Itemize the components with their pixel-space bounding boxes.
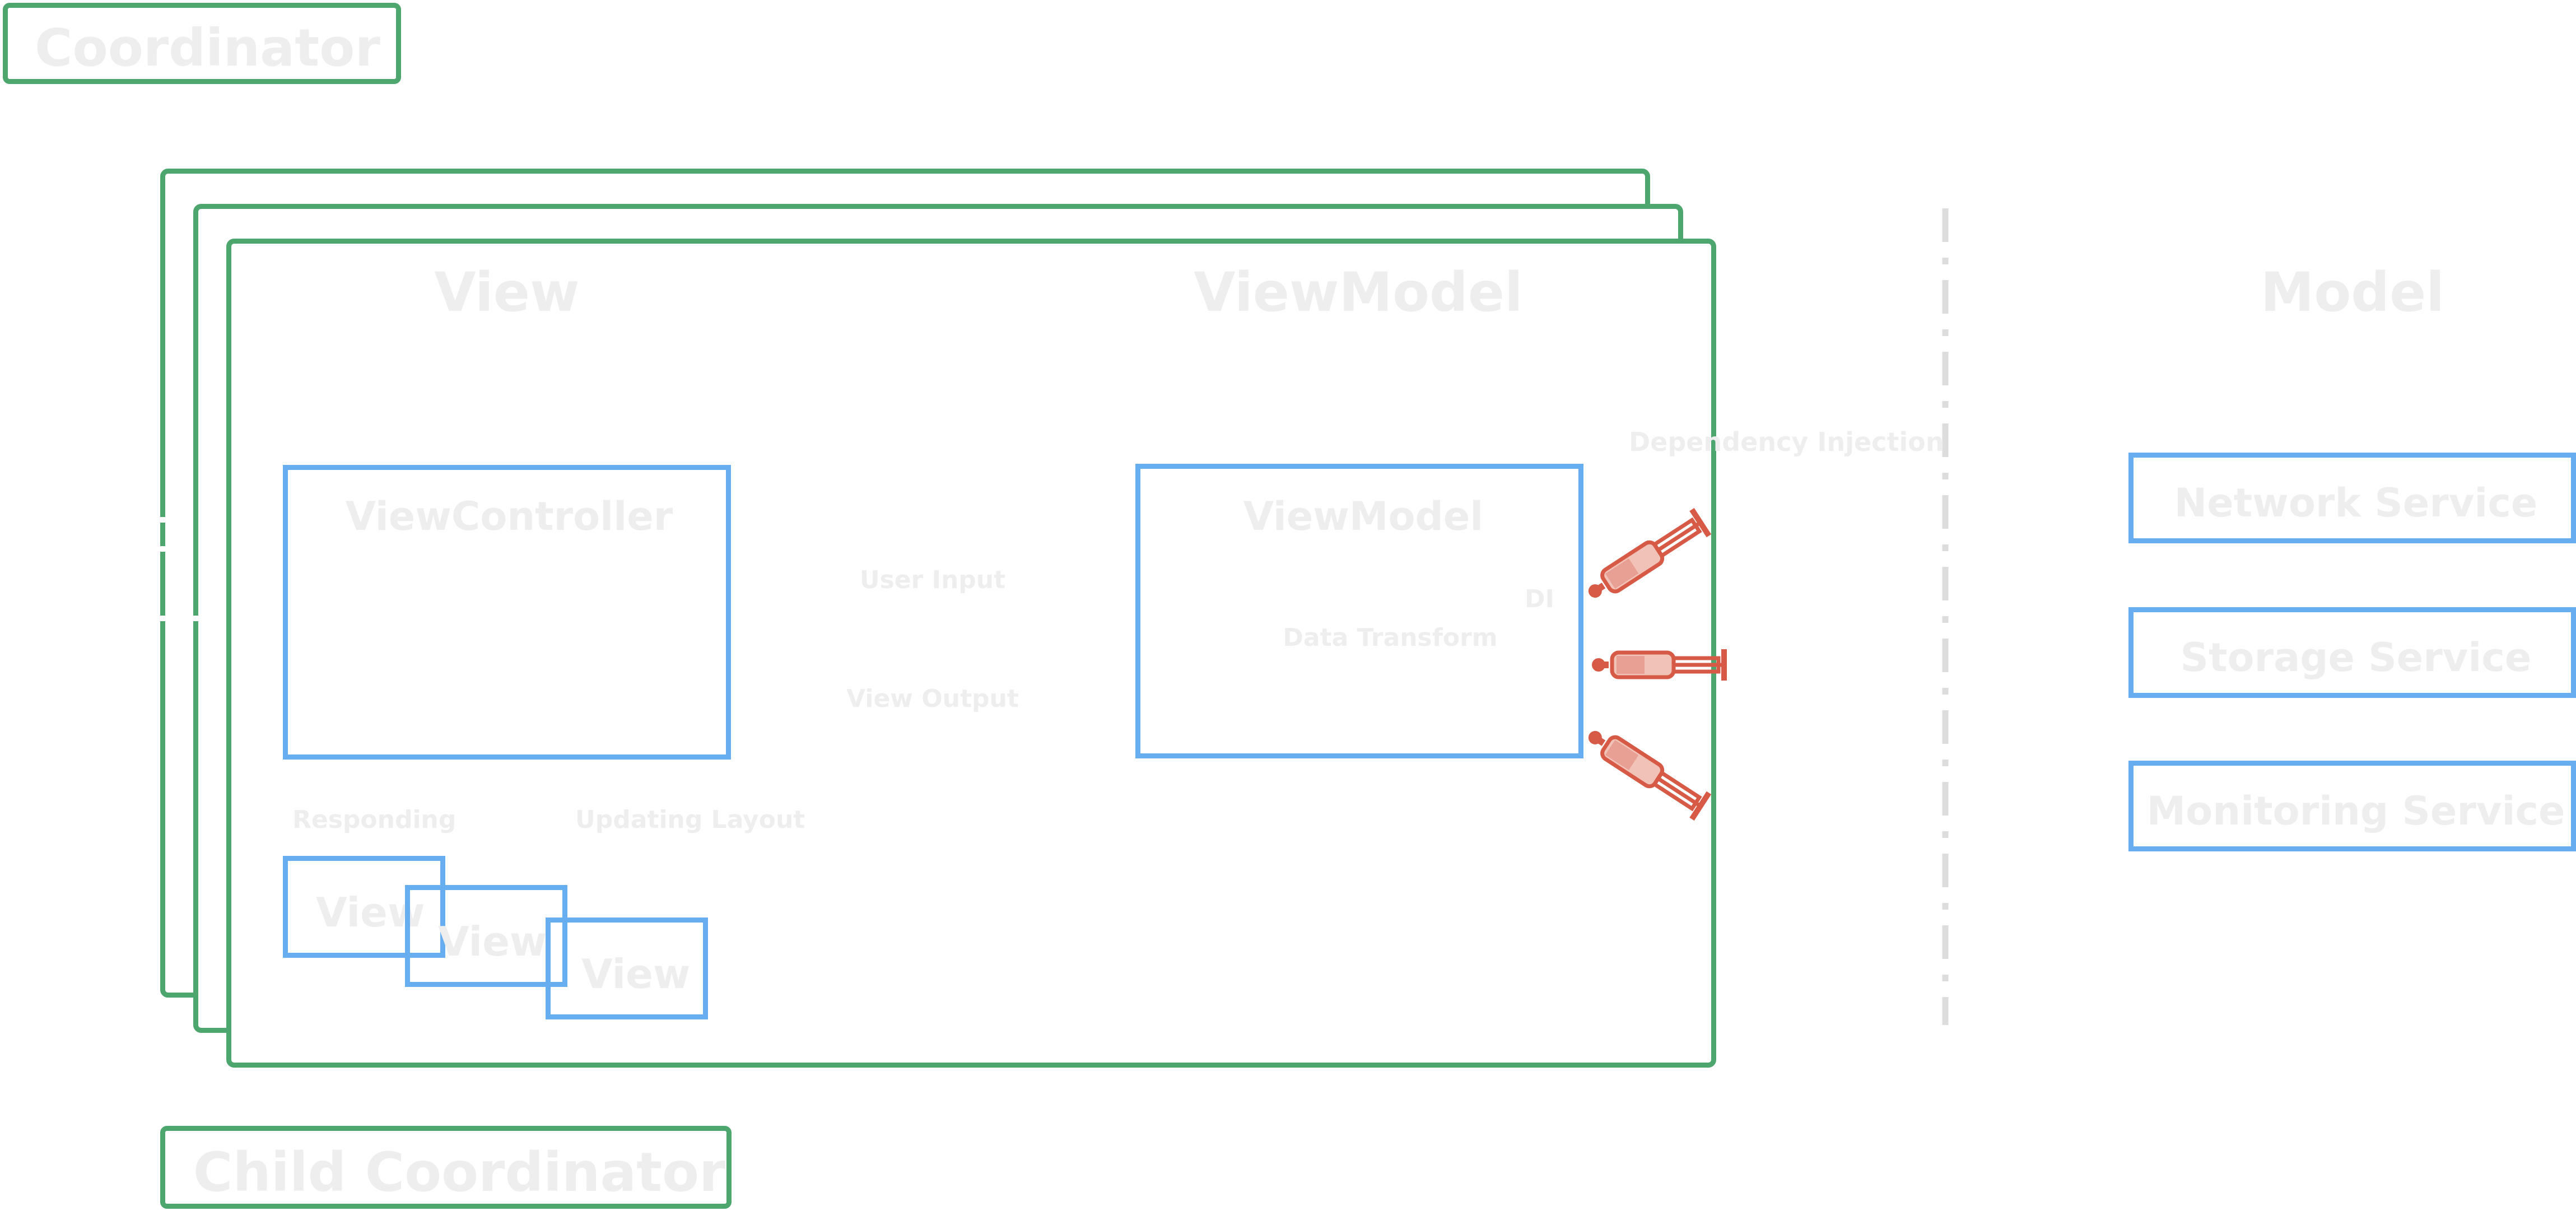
coordinator-label: Coordinator (35, 18, 380, 78)
child-coordinator-label: Child Coordinator (193, 1141, 726, 1204)
view-output-label: View Output (846, 684, 1019, 713)
view-controller-label: ViewController (345, 493, 673, 539)
subview-label: View (438, 918, 547, 965)
storage-service-box: Storage Service (2128, 607, 2576, 698)
view-column-title: View (434, 261, 580, 324)
child-coordinator-box: Child Coordinator (160, 1126, 732, 1209)
subview-label: View (581, 951, 691, 998)
coordinator-box: Coordinator (3, 3, 401, 84)
viewmodel-column-title: ViewModel (1194, 261, 1523, 324)
di-label: DI (1525, 585, 1554, 613)
storage-service-label: Storage Service (2180, 635, 2532, 681)
user-input-label: User Input (859, 566, 1006, 594)
monitoring-service-label: Monitoring Service (2146, 788, 2565, 834)
model-column-title: Model (2260, 261, 2445, 324)
viewmodel-box: ViewModel Data Transform (1135, 464, 1583, 758)
monitoring-service-box: Monitoring Service (2128, 761, 2576, 851)
view-controller-box: ViewController (283, 465, 731, 760)
viewmodel-box-title: ViewModel (1243, 493, 1484, 539)
responding-label: Responding (292, 805, 456, 834)
network-service-box: Network Service (2128, 453, 2576, 543)
network-service-label: Network Service (2174, 480, 2538, 526)
updating-layout-label: Updating Layout (575, 805, 805, 834)
subview-box: View (405, 885, 567, 987)
dependency-injection-label: Dependency Injection (1629, 427, 1944, 457)
data-transform-label: Data Transform (1283, 623, 1498, 652)
subview-box: View (546, 917, 708, 1019)
